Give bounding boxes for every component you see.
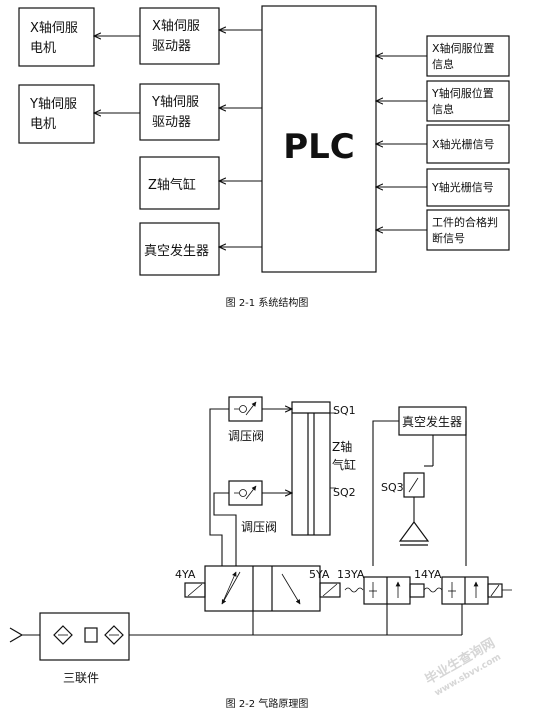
input-y-servo-position-line1: Y轴伺服位置 [431, 86, 494, 100]
sq3-label: SQ3 [381, 481, 404, 494]
directional-valve-4ya-5ya [184, 565, 341, 612]
solenoid-14ya [487, 583, 503, 598]
z-cylinder-label: Z轴气缸 [148, 177, 196, 193]
suction-cup [398, 520, 430, 542]
vacuum-generator-label: 真空发生器 [144, 243, 209, 259]
frl-unit-body [39, 612, 130, 661]
regulator-1-box [228, 396, 263, 422]
regulator-2-adjust-arrow [245, 485, 257, 500]
solenoid-4ya-label: 4YA [175, 568, 196, 581]
y-servo-driver-label-line2: 驱动器 [152, 115, 191, 130]
system-structure-figure: PLC X轴伺服 电机 Y轴伺服 电机 X轴伺服 驱动器 Y轴伺服 驱动器 Z轴… [18, 5, 510, 309]
regulator-2-label: 调压阀 [241, 520, 277, 534]
main-valve-flow-arrow-2 [221, 571, 241, 605]
figure-2-2-caption: 图 2-2 气路原理图 [226, 697, 309, 710]
input-x-servo-position-line1: X轴伺服位置 [432, 41, 495, 55]
solenoid-13ya-label: 13YA [337, 568, 365, 581]
solenoid-5ya-coil [322, 583, 338, 597]
valve-13ya-spring [344, 587, 364, 593]
input-x-grating-label: X轴光栅信号 [432, 137, 495, 151]
sq3-switch-contact [408, 477, 419, 493]
frl-regulator [84, 627, 98, 643]
air-source-symbol [9, 627, 24, 643]
solenoid-14ya-label: 14YA [414, 568, 442, 581]
regulator-1-check-circle [239, 405, 247, 413]
solenoid-4ya-coil [187, 583, 203, 597]
line-regulator-2-to-valve [213, 492, 237, 566]
frl-unit-label: 三联件 [63, 671, 99, 685]
frl-unit [39, 612, 130, 661]
watermark: 毕业生查询网 www.sbvv.com [422, 635, 503, 698]
solenoid-4ya [184, 582, 206, 598]
input-workpiece-qualified-line1: 工件的合格判 [432, 215, 498, 229]
plc-label: PLC [283, 127, 355, 167]
main-valve-flow-arrow-3 [281, 573, 301, 605]
main-valve-flow-arrow-1 [221, 571, 237, 605]
sq3-switch [403, 472, 425, 498]
pneumatic-circuit-figure: SQ1 SQ2 Z轴 气缸 调压阀 调压阀 [9, 396, 512, 710]
cylinder-label-line1: Z轴 [332, 439, 352, 454]
figure-2-1-caption: 图 2-1 系统结构图 [226, 296, 309, 309]
pressure-regulator-2 [228, 480, 263, 506]
sq1-label: SQ1 [333, 404, 356, 417]
regulator-1-label: 调压阀 [228, 429, 264, 443]
directional-valve-13ya [344, 576, 425, 605]
y-servo-driver-label-line1: Y轴伺服 [151, 95, 199, 110]
input-x-servo-position-line2: 信息 [432, 57, 454, 71]
x-servo-driver-label-line2: 驱动器 [152, 39, 191, 54]
frl-lubricator [104, 625, 124, 645]
directional-valve-14ya [423, 576, 512, 605]
valve-14ya-spring [423, 587, 443, 593]
x-servo-motor-label-line1: X轴伺服 [30, 21, 78, 36]
y-servo-motor-box [18, 84, 95, 144]
solenoid-5ya [319, 582, 341, 598]
pressure-regulator-1 [228, 396, 263, 422]
regulator-1-adjust-arrow [245, 401, 257, 416]
regulator-2-box [228, 480, 263, 506]
solenoid-13ya [409, 583, 425, 598]
y-servo-motor-label-line1: Y轴伺服 [29, 97, 77, 112]
x-servo-driver-box [139, 7, 220, 65]
main-valve-body [204, 565, 321, 612]
vacuum-generator-label-fig2: 真空发生器 [402, 414, 462, 429]
regulator-2-check-circle [239, 489, 247, 497]
solenoid-5ya-label: 5YA [309, 568, 330, 581]
plc-box [261, 5, 377, 273]
solenoid-14ya-coil [490, 584, 500, 597]
input-workpiece-qualified-line2: 断信号 [432, 231, 465, 245]
input-y-servo-position-line2: 信息 [432, 102, 454, 116]
cylinder-label-line2: 气缸 [332, 457, 356, 472]
y-servo-driver-box [139, 83, 220, 141]
line-vacuum-left [372, 420, 399, 566]
frl-filter [53, 625, 73, 645]
x-servo-motor-box [18, 7, 95, 67]
cylinder-body [291, 401, 331, 536]
x-servo-driver-label-line1: X轴伺服 [152, 19, 200, 34]
input-y-grating-label: Y轴光栅信号 [431, 180, 494, 194]
z-axis-cylinder [291, 401, 336, 536]
sq2-label: SQ2 [333, 486, 356, 499]
x-servo-motor-label-line2: 电机 [30, 41, 56, 56]
y-servo-motor-label-line2: 电机 [30, 117, 56, 132]
line-regulator-1-to-valve [209, 408, 229, 566]
